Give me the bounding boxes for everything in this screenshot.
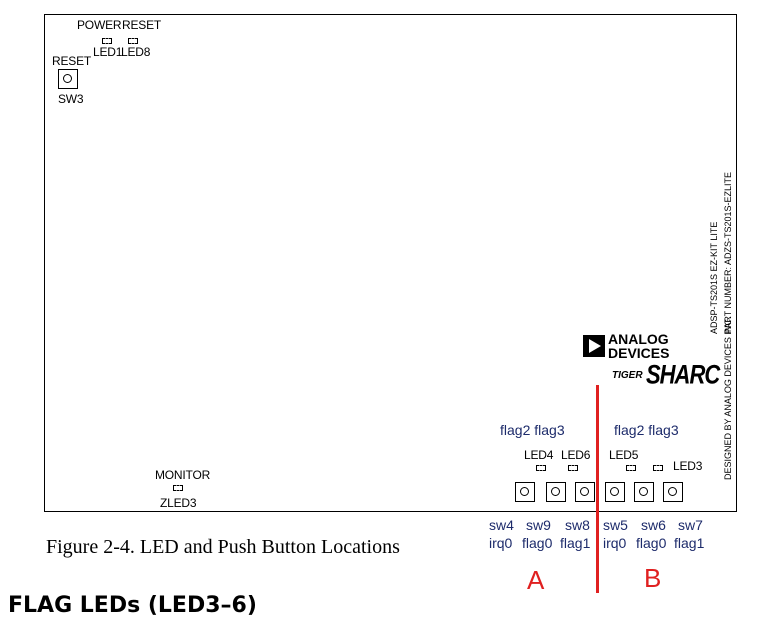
- led5-label: LED5: [609, 448, 639, 462]
- reset-button-label: RESET: [52, 54, 92, 68]
- led6-marker: [568, 465, 578, 471]
- monitor-label: MONITOR: [155, 468, 211, 482]
- vertical-designer: DESIGNED BY ANALOG DEVICES INC.: [723, 316, 733, 480]
- power-label: POWER: [77, 18, 122, 32]
- signal-label-flag0-b: flag0: [636, 535, 667, 551]
- tiger-logo-text: TIGER: [612, 370, 643, 381]
- group-divider-line: [596, 385, 599, 593]
- push-button-sw8: [575, 482, 595, 502]
- push-button-sw4: [515, 482, 535, 502]
- led6-label: LED6: [561, 448, 591, 462]
- sw3-label: SW3: [58, 92, 84, 106]
- led8-label: LED8: [121, 45, 151, 59]
- led5-marker: [626, 465, 636, 471]
- figure-caption: Figure 2-4. LED and Push Button Location…: [46, 536, 400, 558]
- switch-label-sw6: sw6: [641, 517, 666, 533]
- led1-label: LED1: [93, 45, 123, 59]
- reset-button: [58, 69, 78, 89]
- group-a-label: A: [527, 565, 545, 595]
- reset-top-label: RESET: [122, 18, 162, 32]
- board-outline: [44, 14, 737, 512]
- analog-devices-logo-icon: [583, 335, 605, 357]
- led3-label: LED3: [673, 459, 703, 473]
- signal-label-irq0-a: irq0: [489, 535, 513, 551]
- flag-group-a-label: flag2 flag3: [500, 422, 565, 438]
- led4-marker: [536, 465, 546, 471]
- signal-label-flag1-b: flag1: [674, 535, 705, 551]
- group-b-label: B: [644, 563, 662, 593]
- signal-label-irq0-b: irq0: [603, 535, 627, 551]
- flag-group-b-label: flag2 flag3: [614, 422, 679, 438]
- zled3-marker: [173, 485, 183, 491]
- push-button-sw5: [605, 482, 625, 502]
- switch-label-sw9: sw9: [526, 517, 551, 533]
- led1-marker: [102, 38, 112, 44]
- vertical-part-number: PART NUMBER: ADZS-TS201S-EZLITE: [723, 171, 733, 334]
- switch-label-sw5: sw5: [603, 517, 628, 533]
- sharc-logo-text: SHARC: [646, 359, 720, 390]
- led4-label: LED4: [524, 448, 554, 462]
- signal-label-flag0-a: flag0: [522, 535, 553, 551]
- switch-label-sw7: sw7: [678, 517, 703, 533]
- vertical-board-name: ADSP-TS201S EZ-KIT LITE: [709, 221, 719, 334]
- push-button-sw7: [663, 482, 683, 502]
- section-heading: FLAG LEDs (LED3–6): [8, 593, 257, 618]
- signal-label-flag1-a: flag1: [560, 535, 591, 551]
- led3-marker: [653, 465, 663, 471]
- led8-marker: [128, 38, 138, 44]
- zled3-label: ZLED3: [160, 496, 197, 510]
- switch-label-sw8: sw8: [565, 517, 590, 533]
- push-button-sw6: [634, 482, 654, 502]
- switch-label-sw4: sw4: [489, 517, 514, 533]
- push-button-sw9: [546, 482, 566, 502]
- brand-line1: ANALOG: [608, 331, 669, 347]
- brand-line2: DEVICES: [608, 345, 670, 361]
